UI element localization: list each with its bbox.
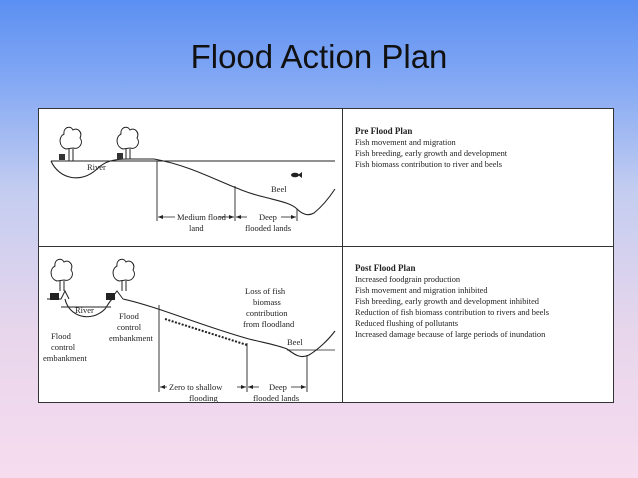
list-item: Increased foodgrain production	[355, 275, 461, 284]
flood-plan-figure: River Beel Medium flood land Deep floode…	[38, 108, 614, 403]
deep-label: Deep	[259, 212, 277, 222]
tree-icon	[116, 126, 139, 159]
tree-icon	[59, 126, 82, 161]
post-flood-list: Increased foodgrain production Fish move…	[355, 274, 610, 340]
list-item: Reduction of fish biomass contribution t…	[355, 308, 549, 317]
vertical-divider	[342, 109, 343, 402]
beel-label: Beel	[287, 337, 303, 347]
tree-icon	[112, 258, 135, 291]
list-item: Fish movement and migration	[355, 138, 456, 147]
pre-flood-diagram: River Beel Medium flood land Deep floode…	[50, 126, 336, 233]
list-item: Reduced flushing of pollutants	[355, 319, 459, 328]
list-item: Fish movement and migration inhibited	[355, 286, 488, 295]
flood-control-embankment-label: control	[117, 322, 142, 332]
pre-flood-list: Fish movement and migration Fish breedin…	[355, 137, 610, 170]
list-item: Fish biomass contribution to river and b…	[355, 160, 503, 169]
pre-flood-heading: Pre Flood Plan	[355, 126, 413, 136]
deep-label: Deep	[269, 382, 287, 392]
medium-flood-label-line2: land	[189, 223, 204, 233]
horizontal-divider	[39, 246, 613, 247]
slide-title: Flood Action Plan	[190, 38, 448, 75]
river-label: River	[87, 162, 106, 172]
loss-of-fish-label: contribution	[246, 308, 288, 318]
flood-control-embankment-label: embankment	[109, 333, 154, 343]
list-item: Fish breeding, early growth and developm…	[355, 149, 508, 158]
list-item: Increased damage because of large period…	[355, 330, 546, 339]
flood-control-embankment-label: control	[51, 342, 76, 352]
fish-icon	[291, 172, 302, 178]
tree-icon	[50, 258, 73, 291]
deep-label-line2: flooded lands	[245, 223, 291, 233]
medium-flood-label: Medium flood	[177, 212, 227, 222]
loss-of-fish-label: Loss of fish	[245, 286, 286, 296]
loss-of-fish-label: from floodland	[243, 319, 295, 329]
list-item: Fish breeding, early growth and developm…	[355, 297, 539, 306]
zero-shallow-label-line2: flooding	[189, 393, 219, 402]
pre-flood-panel: Pre Flood Plan Fish movement and migrati…	[355, 126, 610, 170]
deep-label-line2: flooded lands	[253, 393, 299, 402]
beel-label: Beel	[271, 184, 287, 194]
flood-control-embankment-label: Flood	[119, 311, 140, 321]
flood-control-embankment-label: embankment	[43, 353, 88, 363]
flood-control-embankment-label: Flood	[51, 331, 72, 341]
post-flood-panel: Post Flood Plan Increased foodgrain prod…	[355, 263, 610, 340]
post-flood-diagram: River Flood control embankment Flood con…	[43, 258, 336, 402]
river-label: River	[75, 305, 94, 315]
zero-shallow-label: Zero to shallow	[169, 382, 223, 392]
loss-of-fish-label: biomass	[253, 297, 281, 307]
post-flood-heading: Post Flood Plan	[355, 263, 416, 273]
